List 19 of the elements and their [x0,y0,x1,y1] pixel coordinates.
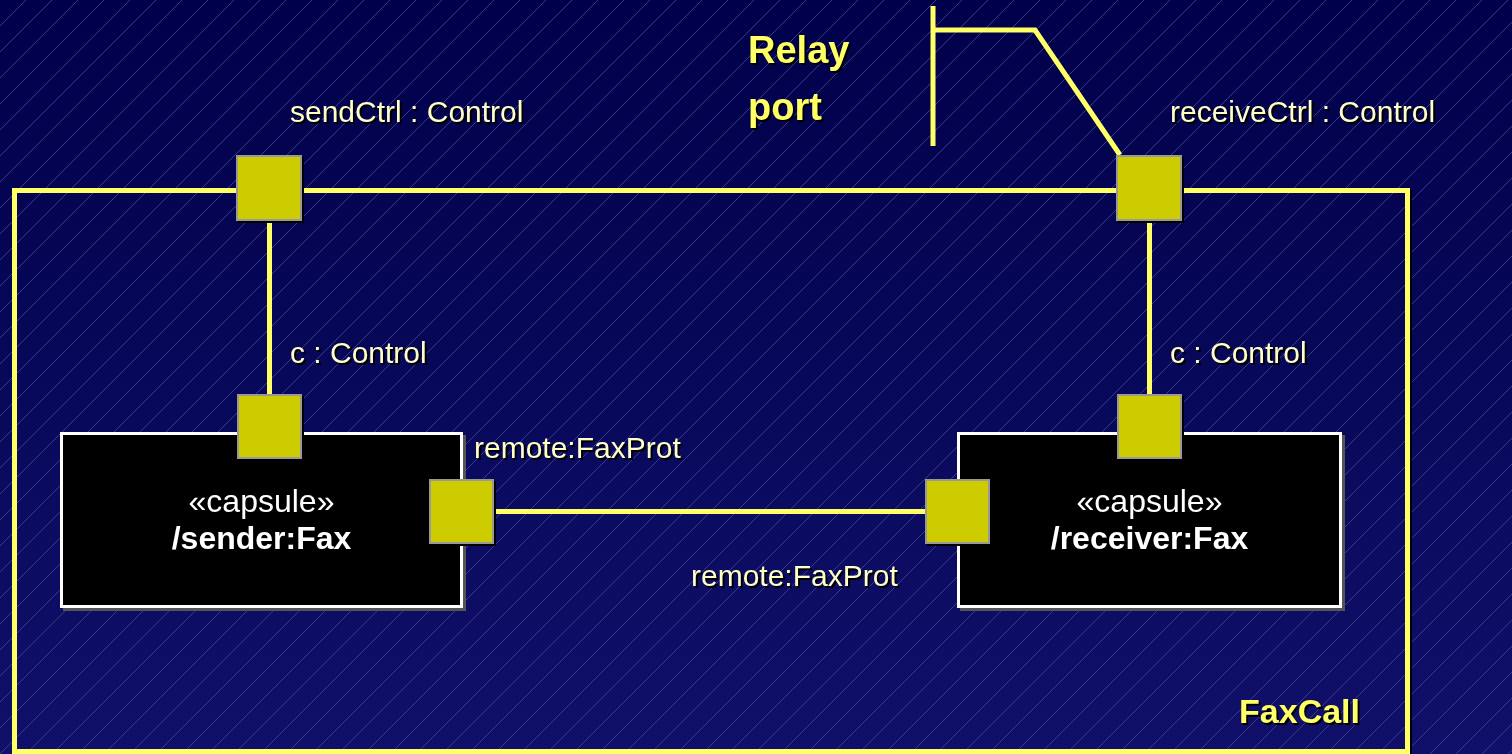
connector-line [494,509,925,514]
connector-line [267,221,272,394]
capsule-box [957,432,1342,608]
frame-title: FaxCall [1239,692,1360,731]
port-label: receiveCtrl : Control [1170,95,1436,129]
stereotype-label: «capsule» [188,483,335,520]
port-label: sendCtrl : Control [290,95,524,129]
capsule-name: /sender:Fax [171,520,352,557]
port-label: c : Control [290,336,427,370]
connector-line [1147,221,1152,394]
composite-frame [12,188,1410,754]
port-label: remote:FaxProt [691,559,898,593]
relay-port-label: Relay port [748,28,851,130]
capsule-box [60,432,463,608]
capsule-name: /receiver:Fax [1050,520,1249,557]
port-label: remote:FaxProt [474,431,681,465]
port-label: c : Control [1170,336,1307,370]
leader-line [933,27,1123,157]
stereotype-label: «capsule» [1076,483,1223,520]
